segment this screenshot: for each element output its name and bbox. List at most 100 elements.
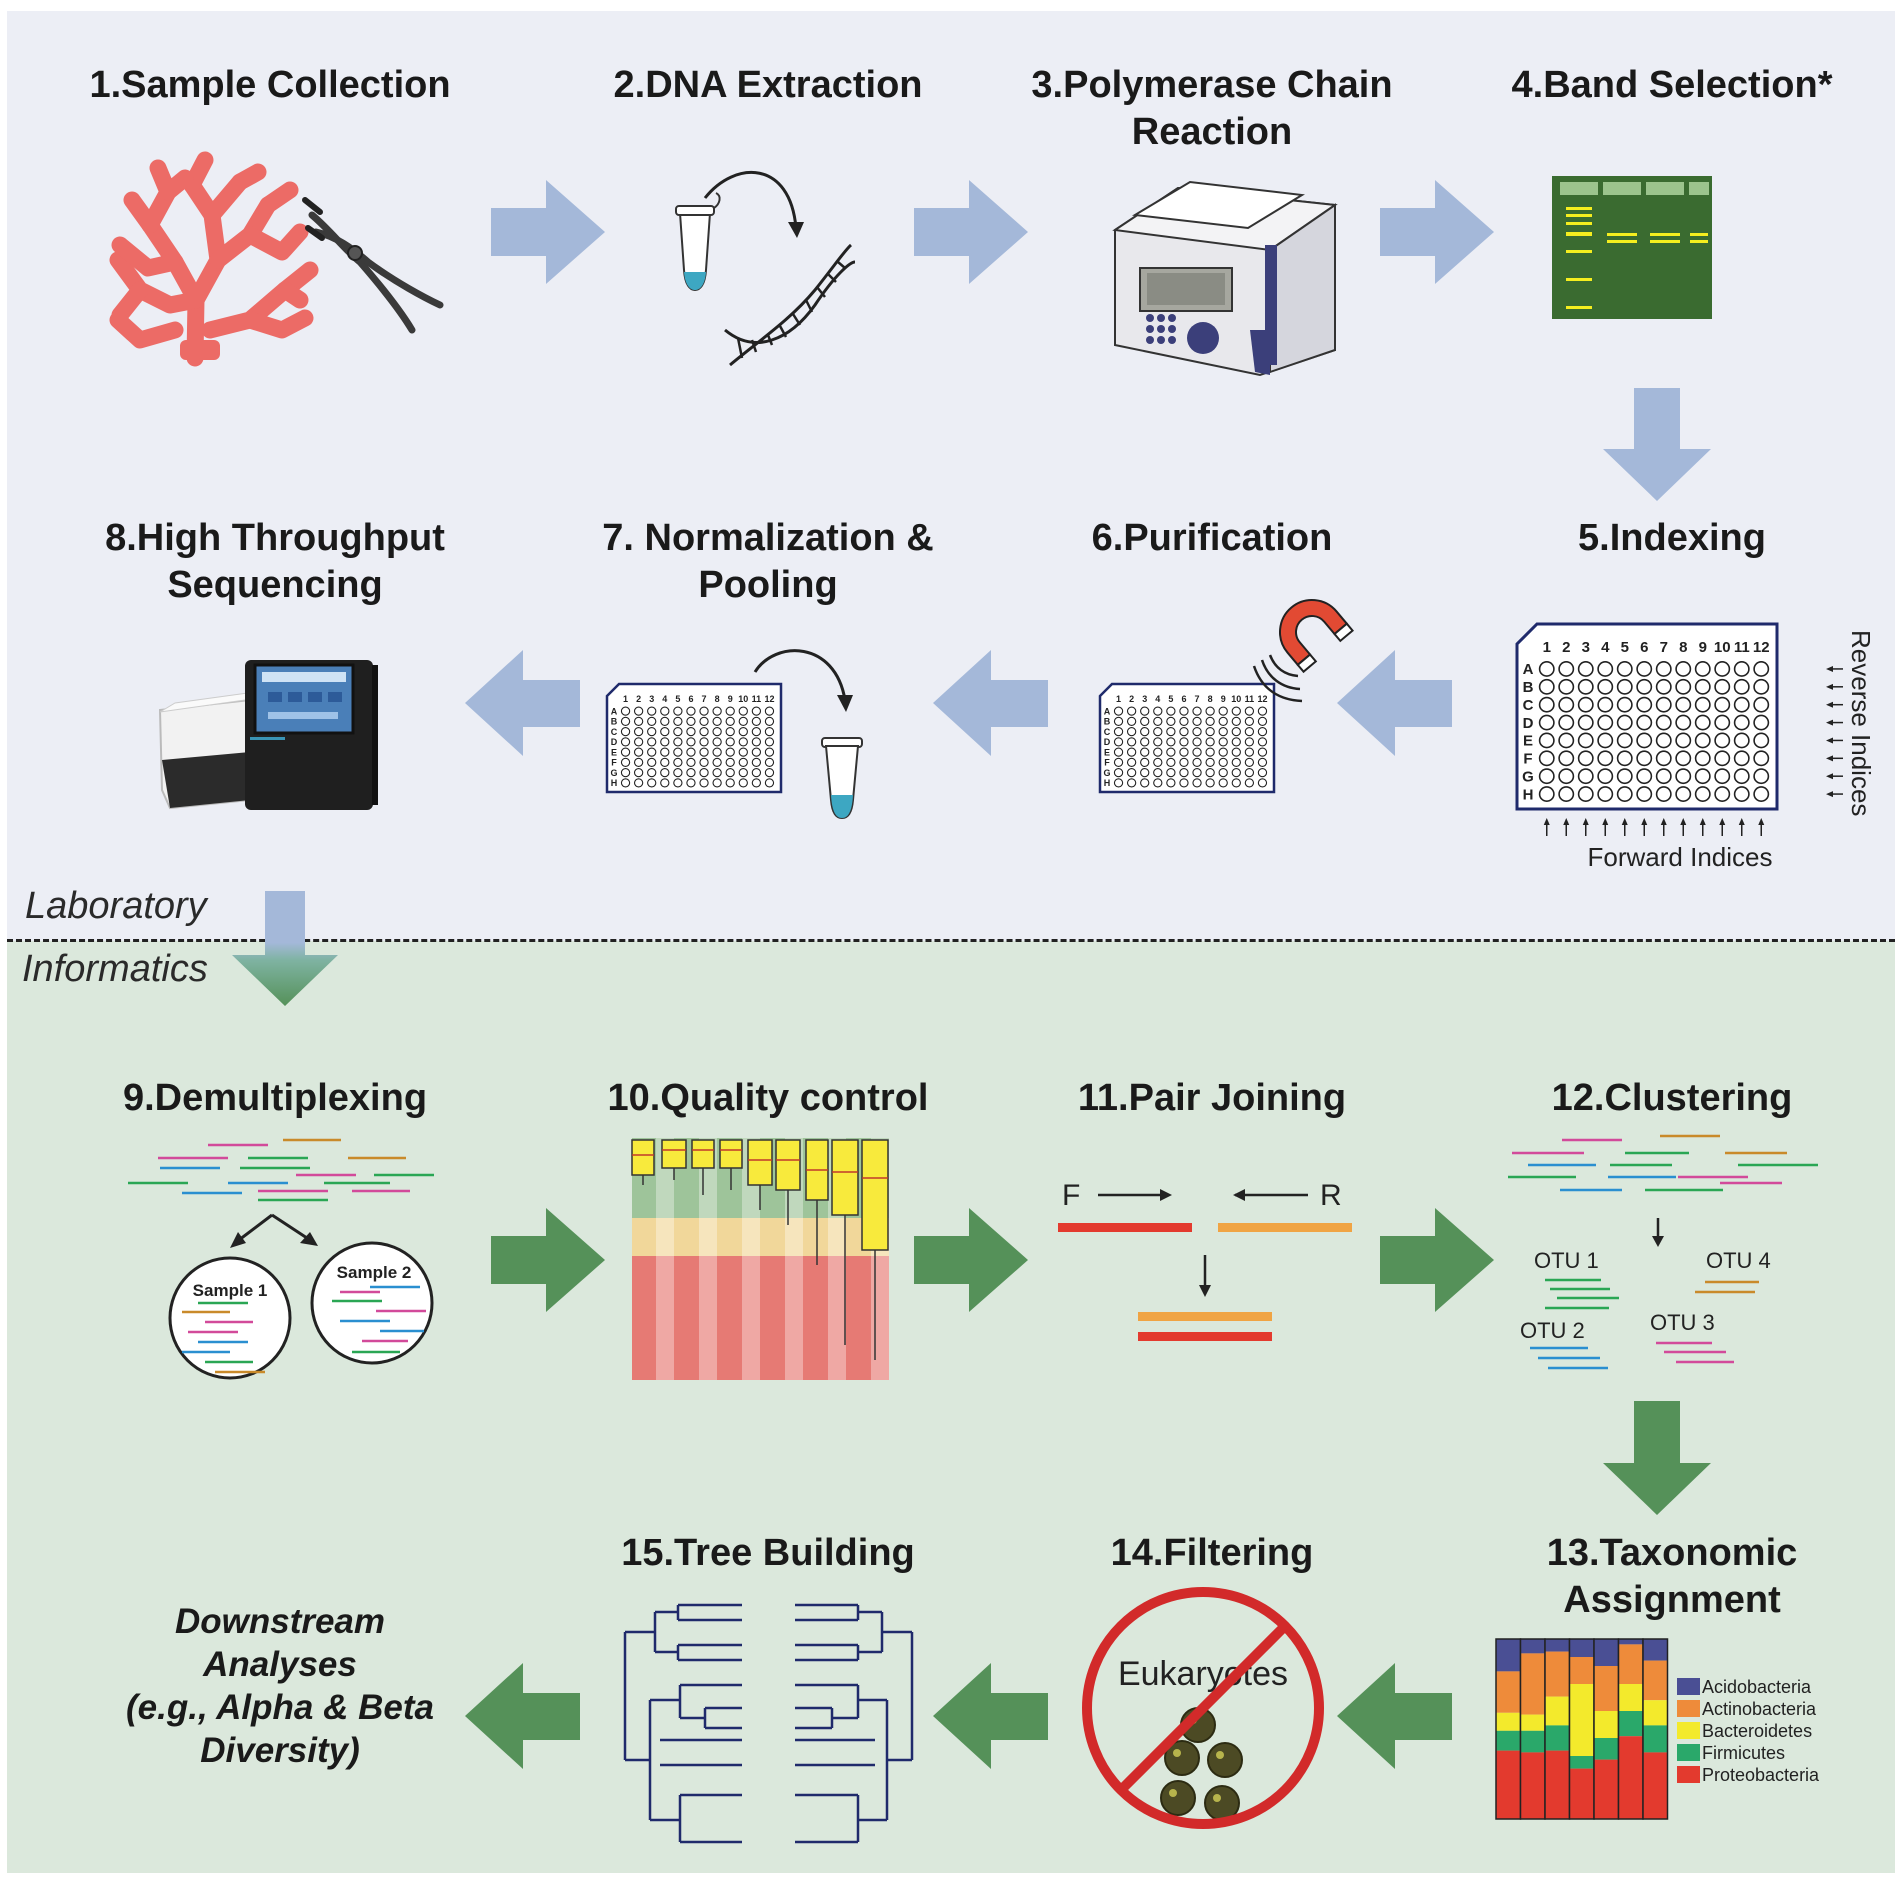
plate-row-label: F (1523, 751, 1532, 768)
arrow-lab-to-informatics (232, 891, 338, 1006)
plate-well (1231, 726, 1241, 737)
plate-well (673, 778, 683, 788)
plate-well (686, 726, 696, 737)
plate-well (647, 706, 657, 716)
plate-well (1733, 678, 1750, 695)
plate-row-label: E (1104, 747, 1110, 757)
taxonomy-segment (1520, 1653, 1545, 1715)
plate-row-label: A (1104, 706, 1111, 716)
qc-stripe (742, 1138, 760, 1380)
plate-well (725, 778, 735, 788)
plate-well (712, 737, 722, 747)
plate-well (1113, 737, 1124, 747)
dna-icon (724, 243, 856, 367)
plate-well (751, 757, 762, 768)
pooling-tube-icon (821, 737, 863, 820)
plate-well (673, 706, 683, 716)
qc-box (691, 1139, 715, 1169)
plate-well (1140, 778, 1150, 788)
plate-well (647, 757, 657, 768)
arrow-10-11 (914, 1208, 1028, 1312)
plate-row-label: C (611, 727, 618, 737)
plate-column-label: 6 (1640, 639, 1648, 656)
taxonomy-legend: AcidobacteriaActinobacteriaBacteroidetes… (1677, 1677, 1820, 1785)
plate-column-label: 3 (649, 694, 654, 704)
legend-swatch (1677, 1722, 1700, 1739)
taxonomy-segment (1618, 1711, 1643, 1737)
taxonomy-segment (1496, 1639, 1521, 1672)
plate-well (1714, 750, 1731, 767)
plate-well (660, 737, 670, 747)
qc-box (831, 1139, 859, 1216)
plate-row-label: B (611, 717, 618, 727)
forward-index-arrowhead (1621, 818, 1628, 825)
plate-well (1616, 768, 1633, 785)
plate-well (1655, 768, 1672, 785)
plate-well (725, 767, 735, 778)
step-8-title: 8.High Throughput Sequencing (105, 517, 445, 606)
taxonomy-segment (1643, 1639, 1668, 1661)
reverse-index-arrowhead (1826, 737, 1833, 744)
taxonomy-segment (1594, 1639, 1619, 1666)
taxonomy-segment (1520, 1639, 1545, 1654)
plate-well (1714, 768, 1731, 785)
plate-well (712, 706, 722, 716)
taxonomy-segment (1594, 1759, 1619, 1819)
plate-well (1714, 732, 1731, 749)
plate-well (620, 767, 631, 778)
plate-row-label: A (1523, 661, 1534, 678)
plate-well (1733, 696, 1750, 713)
plate-well (1244, 716, 1255, 727)
plate-well (647, 778, 657, 788)
plate-row-label: F (611, 758, 617, 768)
plate-column-label: 8 (715, 694, 720, 704)
plate-well (647, 726, 657, 737)
plate-well (1714, 696, 1731, 713)
plate-well (1675, 714, 1692, 731)
plate-well (647, 767, 657, 778)
plate-well (1616, 714, 1633, 731)
step-1-title: 1.Sample Collection (89, 64, 451, 106)
plate-well (660, 757, 670, 768)
plate-well (1179, 757, 1189, 768)
plate-column-label: 4 (662, 694, 667, 704)
legend-label: Acidobacteria (1702, 1677, 1812, 1697)
reverse-index-arrowhead (1826, 701, 1833, 708)
plate-well (1140, 726, 1150, 737)
plate-well (1616, 660, 1633, 677)
pcr-machine-icon (1112, 180, 1338, 377)
plate-well (751, 747, 762, 757)
plate-well (712, 726, 722, 737)
forward-index-arrowhead (1699, 818, 1706, 825)
plate-well (1126, 716, 1137, 727)
plate-well (1218, 706, 1228, 716)
plate-column-label: 6 (1181, 694, 1186, 704)
plate-well (738, 757, 748, 768)
plate-well (1140, 737, 1150, 747)
plate-well (1218, 778, 1228, 788)
plate-row-label: C (1523, 697, 1534, 714)
pair-joining-icon: F R (1058, 1179, 1352, 1341)
arrow-3-4 (1380, 180, 1494, 284)
plate-well (1218, 767, 1228, 778)
legend-swatch (1677, 1678, 1700, 1695)
plate-well (712, 778, 722, 788)
step-7-title: 7. Normalization & Pooling (602, 517, 934, 606)
plate-well (738, 737, 748, 747)
plate-well (1113, 706, 1124, 716)
plate-column-label: 9 (1221, 694, 1226, 704)
plate-well (1597, 660, 1614, 677)
qc-stripe (656, 1138, 674, 1380)
plate-row-label: D (1104, 737, 1111, 747)
plate-well (1205, 737, 1215, 747)
taxonomy-stacked-bars (1495, 1638, 1669, 1820)
plate-well (1113, 767, 1124, 778)
plate-column-label: 2 (1129, 694, 1134, 704)
plate-well (751, 767, 762, 778)
qc-box (861, 1139, 889, 1251)
plate-row-label: A (611, 706, 618, 716)
step-12-title: 12.Clustering (1551, 1077, 1793, 1119)
plate-well (1231, 706, 1241, 716)
plate-well (1655, 750, 1672, 767)
